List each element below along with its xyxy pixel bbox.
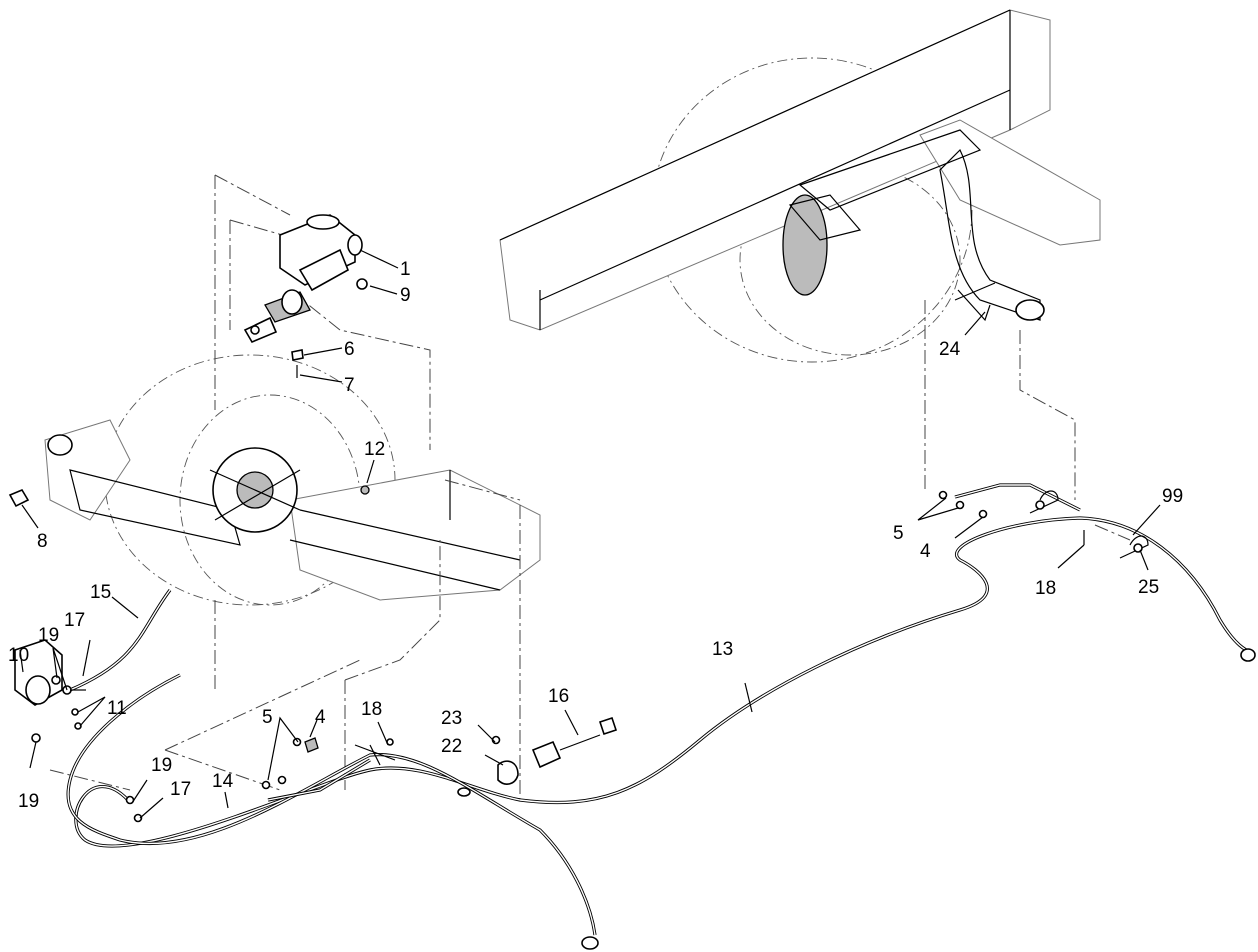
callout-1: 1 xyxy=(400,259,411,280)
callout-19: 19 xyxy=(151,755,172,776)
callout-16: 16 xyxy=(548,686,569,707)
small-parts xyxy=(8,282,1256,950)
leader-lines xyxy=(19,249,1161,819)
callout-labels: 1 9 6 7 12 8 15 17 19 10 11 19 5 4 18 23… xyxy=(8,259,1183,812)
callout-10: 10 xyxy=(8,645,29,666)
reference-lines xyxy=(49,174,1131,800)
master-cylinder xyxy=(243,214,368,344)
callout-12: 12 xyxy=(364,439,385,460)
callout-15: 15 xyxy=(90,582,111,603)
callout-8: 8 xyxy=(37,531,48,552)
callout-19: 19 xyxy=(38,625,59,646)
callout-6: 6 xyxy=(344,339,355,360)
callout-4: 4 xyxy=(315,707,326,728)
callout-18: 18 xyxy=(1035,578,1056,599)
callout-4: 4 xyxy=(920,541,931,562)
callout-17: 17 xyxy=(64,610,85,631)
callout-7: 7 xyxy=(344,375,355,396)
callout-23: 23 xyxy=(441,708,462,729)
callout-13: 13 xyxy=(712,639,733,660)
brake-lines xyxy=(66,483,1256,936)
callout-17: 17 xyxy=(170,779,191,800)
callout-5: 5 xyxy=(262,707,273,728)
callout-14: 14 xyxy=(212,771,234,792)
callout-22: 22 xyxy=(441,736,462,757)
callout-9: 9 xyxy=(400,285,411,306)
callout-99: 99 xyxy=(1162,486,1183,507)
callout-18: 18 xyxy=(361,699,382,720)
callout-5: 5 xyxy=(893,523,904,544)
front-axle-ghost xyxy=(44,354,541,606)
callout-24: 24 xyxy=(939,339,961,360)
callout-11: 11 xyxy=(107,698,127,719)
rear-frame-ghost xyxy=(499,9,1101,363)
callout-19: 19 xyxy=(18,791,39,812)
callout-25: 25 xyxy=(1138,577,1159,598)
